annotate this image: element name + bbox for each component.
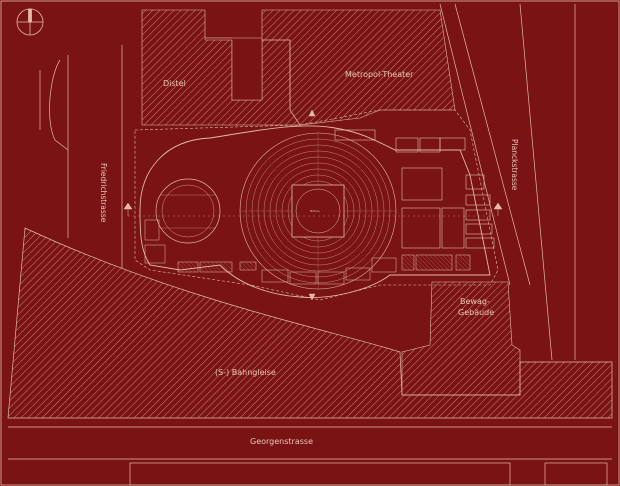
site-boundary: [134, 109, 499, 301]
lower-rooms: [144, 219, 397, 285]
stage-tag: Bühne: [310, 209, 320, 213]
label-bewag-1: Bewag-: [460, 297, 490, 306]
north-arrow-icon: [16, 8, 44, 36]
label-bewag-2: Gebäude: [458, 308, 494, 317]
georgenstrasse-lines: [8, 426, 612, 486]
distel-courtyard: [204, 37, 263, 101]
stage-center: [295, 188, 341, 234]
round-hall: [155, 178, 221, 244]
label-friedrichstrasse: Friedrichstrasse: [99, 163, 108, 223]
section-markers: [123, 109, 503, 301]
railway-band: [7, 227, 613, 419]
right-rooms: [334, 129, 495, 249]
label-distel: Distel: [163, 79, 186, 88]
planckstrasse-lines: [439, 3, 576, 361]
friedrichstrasse-lines: [39, 45, 123, 268]
metropol-theater-building: [261, 9, 456, 126]
stair-blocks: [177, 254, 471, 273]
stage: [291, 184, 345, 238]
label-georgenstrasse: Georgenstrasse: [250, 437, 313, 446]
label-bahngleise: (S-) Bahngleise: [215, 368, 276, 377]
label-metropol-theater: Metropol-Theater: [345, 70, 414, 79]
label-planckstrasse: Planckstrasse: [510, 139, 519, 191]
